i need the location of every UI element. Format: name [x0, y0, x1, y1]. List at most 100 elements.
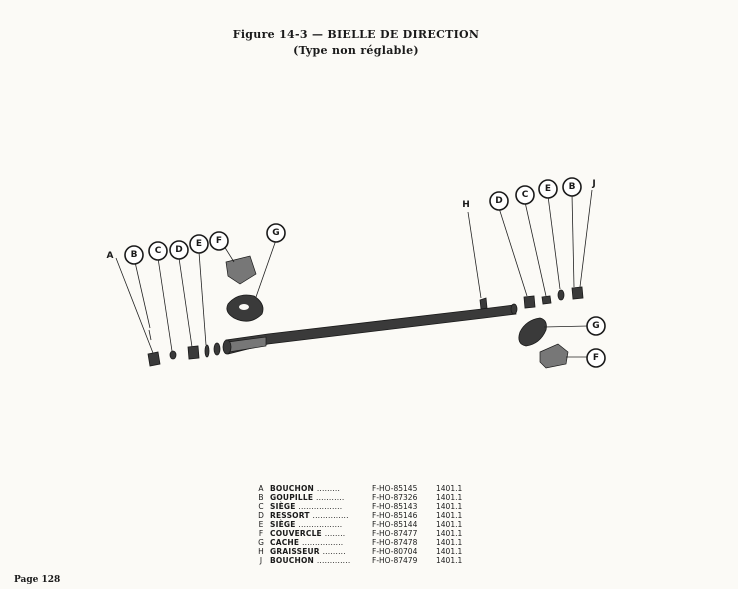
part-name-leader-dots: .........: [322, 547, 346, 556]
part-name-text: SIÈGE: [270, 502, 296, 511]
callout-F-right: F: [586, 348, 606, 368]
part-code: 1401.1: [436, 484, 463, 493]
part-reference: F-HO-85146: [372, 511, 418, 520]
part-code: 1401.1: [436, 556, 463, 565]
part-name-text: BOUCHON: [270, 556, 315, 565]
part-name-leader-dots: ...........: [316, 493, 345, 502]
part-name-text: GOUPILLE: [270, 493, 314, 502]
part-name-text: GRAISSEUR: [270, 547, 320, 556]
callout-D-right: D: [489, 191, 509, 211]
svg-text:E: E: [196, 239, 202, 249]
part-letter: E: [258, 520, 264, 529]
part-name: CACHE ................: [270, 538, 372, 547]
part-name-text: CACHE: [270, 538, 300, 547]
leader-lines-left: [115, 239, 277, 354]
figure-title: Figure 14-3 — BIELLE DE DIRECTION: [232, 28, 480, 41]
part-letter: B: [258, 493, 264, 502]
part-name-leader-dots: .................: [298, 520, 343, 529]
svg-text:E: E: [545, 184, 551, 194]
part-reference: F-HO-85144: [372, 520, 418, 529]
part-code: 1401.1: [436, 502, 463, 511]
part-code: 1401.1: [436, 529, 463, 538]
part-name: COUVERCLE ........: [270, 529, 372, 538]
right-end-parts: [518, 286, 584, 369]
part-reference: F-HO-80704: [372, 547, 418, 556]
svg-text:D: D: [495, 196, 502, 206]
part-reference: F-HO-87479: [372, 556, 418, 565]
part-name-text: COUVERCLE: [270, 529, 322, 538]
svg-text:C: C: [155, 246, 162, 256]
part-reference: F-HO-87326: [372, 493, 418, 502]
svg-text:F: F: [216, 236, 222, 246]
part-code: 1401.1: [436, 547, 463, 556]
part-code: 1401.1: [436, 520, 463, 529]
callout-E-right: E: [538, 179, 558, 199]
part-reference: F-HO-87478: [372, 538, 418, 547]
part-name-text: RESSORT: [270, 511, 310, 520]
part-name: GOUPILLE ...........: [270, 493, 372, 502]
part-code: 1401.1: [436, 493, 463, 502]
part-code: 1401.1: [436, 511, 463, 520]
part-name-leader-dots: ................: [302, 538, 344, 547]
svg-text:C: C: [522, 190, 529, 200]
page-number: Page 128: [14, 575, 61, 585]
part-letter: H: [258, 547, 264, 556]
callout-B-left: B: [124, 245, 144, 265]
part-name-leader-dots: .................: [298, 502, 343, 511]
callout-C-right: C: [515, 185, 535, 205]
callout-E-left: E: [189, 234, 209, 254]
part-reference: F-HO-85143: [372, 502, 418, 511]
callout-D-left: D: [169, 240, 189, 260]
part-name-text: BOUCHON: [270, 484, 315, 493]
part-letter: F: [258, 529, 264, 538]
part-name-leader-dots: ..............: [312, 511, 349, 520]
part-name: SIÈGE .................: [270, 520, 372, 529]
svg-text:G: G: [272, 228, 279, 238]
svg-text:B: B: [569, 182, 576, 192]
steering-rod: [222, 297, 518, 355]
part-name: BOUCHON .........: [270, 484, 372, 493]
part-letter: G: [258, 538, 264, 547]
part-name: GRAISSEUR .........: [270, 547, 372, 556]
callout-label-A-left: A: [107, 251, 114, 261]
svg-text:F: F: [593, 353, 599, 363]
part-name-text: SIÈGE: [270, 520, 296, 529]
svg-text:G: G: [592, 321, 599, 331]
svg-text:D: D: [175, 245, 182, 255]
part-reference: F-HO-85145: [372, 484, 418, 493]
part-letter: A: [258, 484, 264, 493]
svg-text:B: B: [131, 250, 138, 260]
callout-G-right: G: [586, 316, 606, 336]
callout-B-right: B: [562, 177, 582, 197]
part-name: BOUCHON .............: [270, 556, 372, 565]
part-letter: J: [259, 556, 263, 565]
part-reference: F-HO-87477: [372, 529, 418, 538]
callout-label-H: H: [462, 200, 470, 210]
part-name-leader-dots: .............: [316, 556, 351, 565]
part-name: RESSORT ..............: [270, 511, 372, 520]
part-letter: C: [258, 502, 264, 511]
callout-G-left: G: [266, 223, 286, 243]
part-name-leader-dots: .........: [316, 484, 341, 493]
callout-label-J: J: [591, 179, 595, 189]
leader-lines-right: [467, 189, 593, 358]
figure-subtitle: (Type non réglable): [293, 44, 419, 57]
part-letter: D: [258, 511, 264, 520]
part-code: 1401.1: [436, 538, 463, 547]
part-name: SIÈGE .................: [270, 502, 372, 511]
left-end-parts: [147, 255, 264, 367]
callout-F-left: F: [209, 231, 229, 251]
part-name-leader-dots: ........: [324, 529, 346, 538]
callout-C-left: C: [148, 241, 168, 261]
